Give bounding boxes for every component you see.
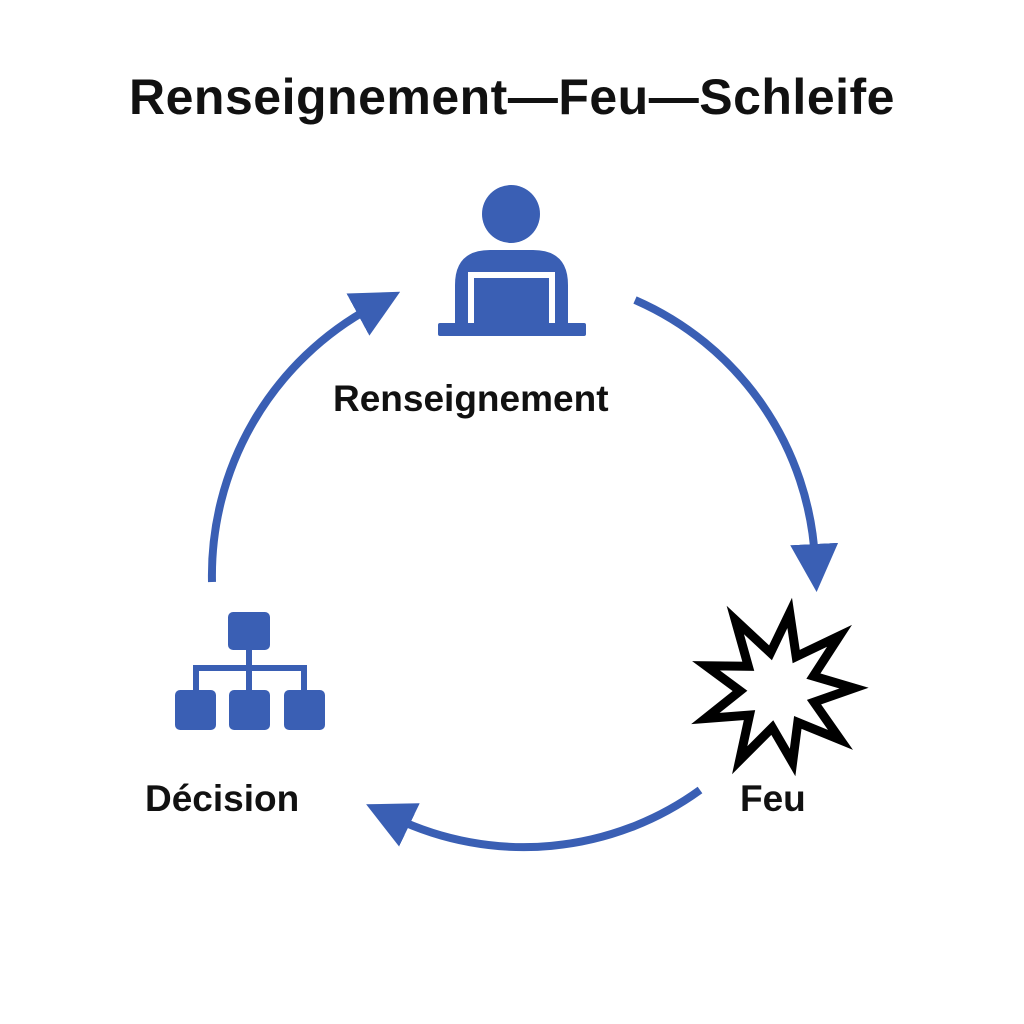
explosion-star-icon bbox=[691, 597, 869, 777]
arrow-renseignement-to-feu bbox=[633, 296, 839, 592]
arrow-decision-to-renseignement bbox=[207, 291, 401, 583]
person-at-laptop-icon bbox=[438, 185, 586, 336]
node-label-decision: Décision bbox=[145, 778, 300, 819]
node-label-feu: Feu bbox=[740, 778, 806, 819]
arrow-feu-to-decision bbox=[366, 786, 703, 852]
hierarchy-icon bbox=[175, 612, 325, 730]
node-label-renseignement: Renseignement bbox=[333, 378, 609, 419]
diagram-title: Renseignement—Feu—Schleife bbox=[129, 69, 895, 125]
